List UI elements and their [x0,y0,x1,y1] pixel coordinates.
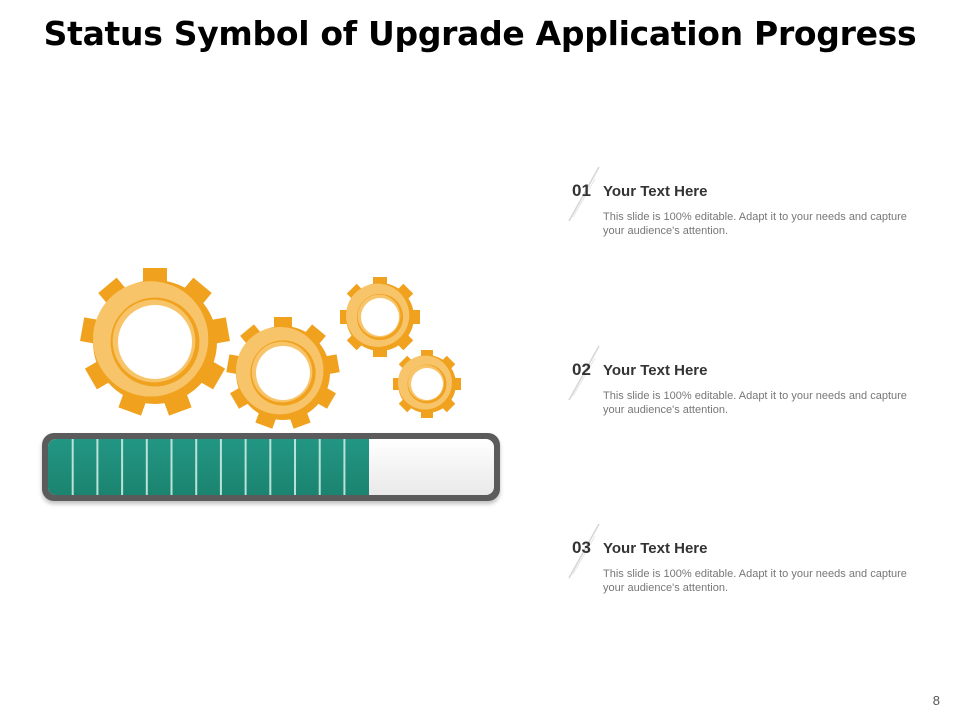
item-description: This slide is 100% editable. Adapt it to… [603,390,907,416]
progress-segments [71,439,346,495]
gear-icon [226,317,340,429]
gear-icon [340,277,420,357]
list-item: 02 Your Text Here This slide is 100% edi… [565,344,915,434]
gears-illustration [80,268,461,429]
item-description: This slide is 100% editable. Adapt it to… [603,568,907,594]
page-number: 8 [932,693,940,708]
progress-track [48,439,494,495]
slash-decoration-icon [568,345,600,401]
item-heading: Your Text Here [603,362,708,379]
progress-fill [48,439,370,495]
item-heading: Your Text Here [603,540,708,557]
item-heading: Your Text Here [603,183,708,200]
list-item: 03 Your Text Here This slide is 100% edi… [565,522,915,612]
slide-title: Status Symbol of Upgrade Application Pro… [43,14,917,53]
item-description: This slide is 100% editable. Adapt it to… [603,211,907,237]
list-item: 01 Your Text Here This slide is 100% edi… [565,165,915,255]
gear-icon [80,268,230,416]
gear-icon [393,350,461,418]
item-number: 01 [572,181,591,200]
slash-decoration-icon [568,523,600,579]
slash-decoration-icon [568,166,600,222]
item-number: 03 [572,538,591,557]
item-number: 02 [572,360,591,379]
progress-bar [42,433,500,501]
